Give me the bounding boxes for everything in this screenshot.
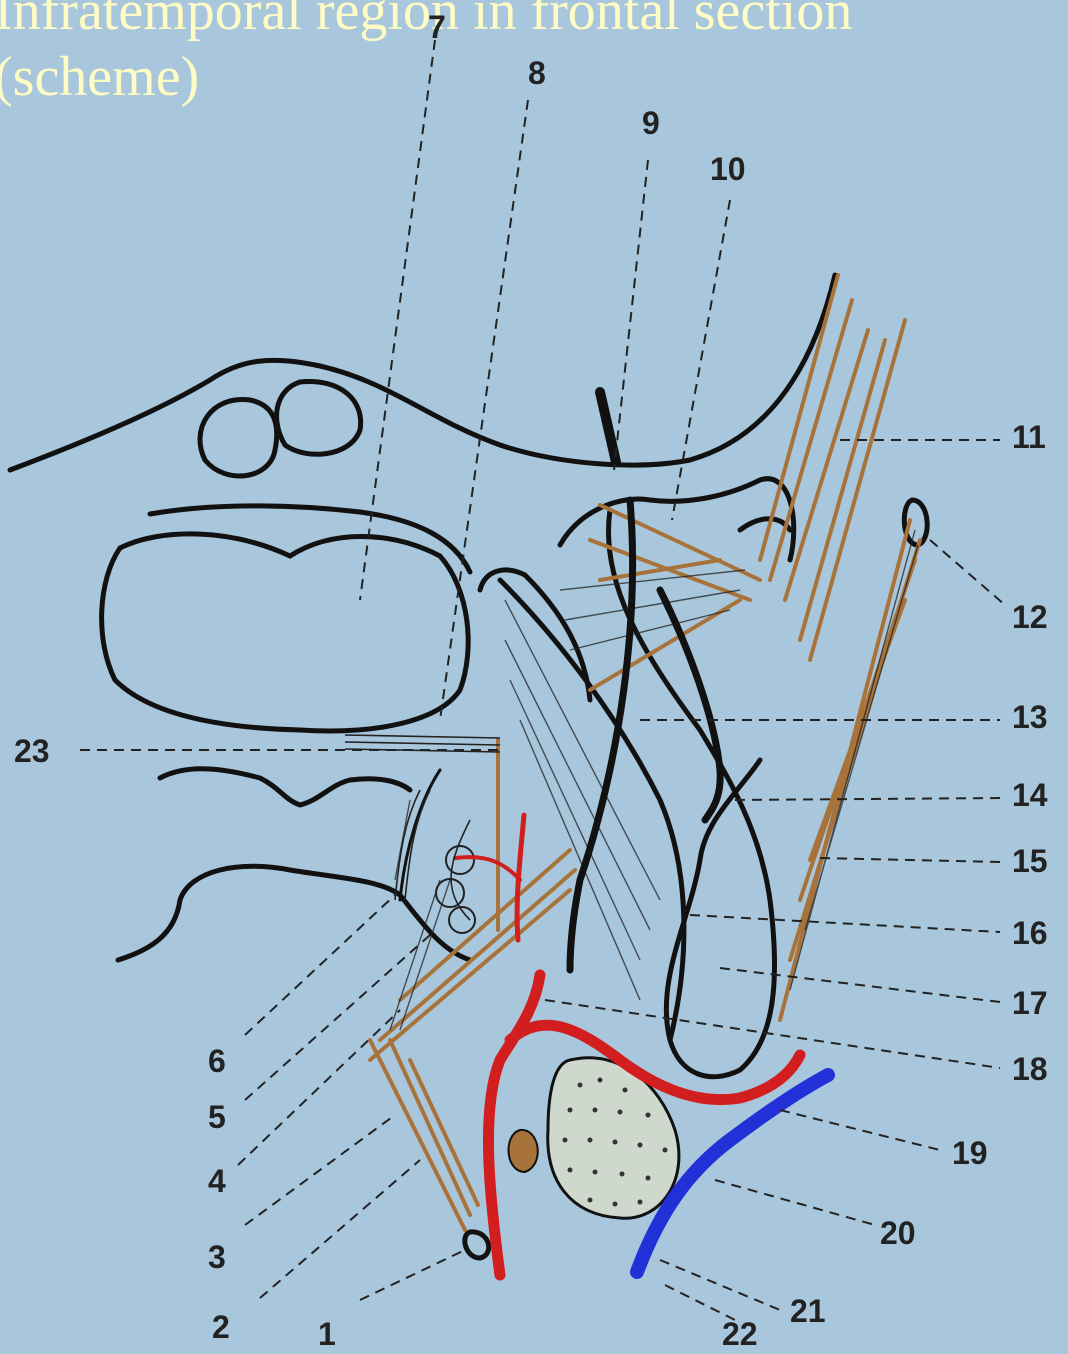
fascia-line (345, 742, 500, 745)
leader-12 (930, 540, 1005, 605)
fascia-lines (345, 735, 500, 920)
leader-16 (690, 915, 1000, 932)
leader-19 (780, 1110, 940, 1150)
fascia-line (451, 820, 470, 920)
lymph-node (446, 846, 474, 874)
label-15: 15 (1012, 843, 1048, 879)
leader-1 (360, 1250, 465, 1300)
external-carotid-artery (488, 975, 540, 1275)
leader-17 (720, 968, 1000, 1002)
label-7: 7 (428, 9, 446, 45)
label-3: 3 (208, 1239, 226, 1275)
leader-15 (820, 858, 1000, 862)
inferior-alveolar-nerve (660, 590, 720, 820)
label-19: 19 (952, 1135, 988, 1171)
label-17: 17 (1012, 985, 1048, 1021)
label-12: 12 (1012, 599, 1048, 635)
label-14: 14 (1012, 777, 1048, 813)
leader-3 (245, 1115, 395, 1225)
label-16: 16 (1012, 915, 1048, 951)
leader-14 (735, 798, 1000, 800)
pharyngeal-branch-artery (455, 857, 520, 880)
leader-9 (614, 160, 648, 470)
temporalis-fiber (810, 320, 905, 660)
lateral-pterygoid-fiber (600, 505, 760, 580)
leader-10 (672, 200, 730, 520)
label-18: 18 (1012, 1051, 1048, 1087)
mandibular-nerve (600, 392, 616, 462)
palate-outline (160, 769, 410, 805)
leader-20 (715, 1180, 875, 1225)
hatch-line (520, 720, 640, 1000)
nasopharynx-roof (150, 506, 470, 572)
label-6: 6 (208, 1043, 226, 1079)
temporalis-fiber (760, 275, 838, 560)
leader-4 (238, 1010, 400, 1165)
leader-22 (665, 1285, 735, 1320)
leader-8 (440, 100, 528, 720)
outlines (10, 275, 927, 1258)
label-8: 8 (528, 55, 546, 91)
lymph-node (436, 879, 464, 907)
label-5: 5 (208, 1099, 226, 1135)
label-13: 13 (1012, 699, 1048, 735)
lateral-pterygoid-fiber (600, 560, 720, 580)
hatch-line (505, 600, 660, 900)
leader-6 (245, 895, 395, 1035)
fascia-line (345, 735, 500, 738)
hatch-line (570, 610, 730, 650)
nasal-cavity-outline (102, 534, 469, 731)
label-23: 23 (14, 733, 50, 769)
label-22: 22 (722, 1316, 758, 1352)
submandibular-lymph-node (509, 1130, 538, 1172)
label-9: 9 (642, 105, 660, 141)
digastric-fiber (390, 1040, 470, 1215)
digastric-fiber (410, 1060, 478, 1205)
hyoid-bone (465, 1232, 489, 1258)
digastric-fiber (370, 1040, 465, 1230)
mandible-inner-outline (740, 519, 790, 530)
temporalis-fiber (800, 340, 885, 640)
label-4: 4 (208, 1163, 226, 1199)
label-11: 11 (1012, 419, 1046, 455)
label-1: 1 (318, 1316, 336, 1352)
tongue-outline (118, 866, 470, 960)
leader-5 (245, 935, 430, 1100)
label-21: 21 (790, 1293, 826, 1329)
label-10: 10 (710, 151, 746, 187)
leader-2 (260, 1160, 420, 1298)
styloglossus-fiber (380, 870, 575, 1040)
hatch-line (790, 530, 915, 990)
hatch-line (805, 545, 918, 930)
leader-7 (360, 40, 435, 600)
label-20: 20 (880, 1215, 916, 1251)
sinus-right (277, 382, 361, 455)
label-2: 2 (212, 1309, 230, 1345)
pterygoid-plate (480, 570, 590, 700)
sinus-left (200, 400, 277, 476)
leader-21 (660, 1260, 780, 1310)
